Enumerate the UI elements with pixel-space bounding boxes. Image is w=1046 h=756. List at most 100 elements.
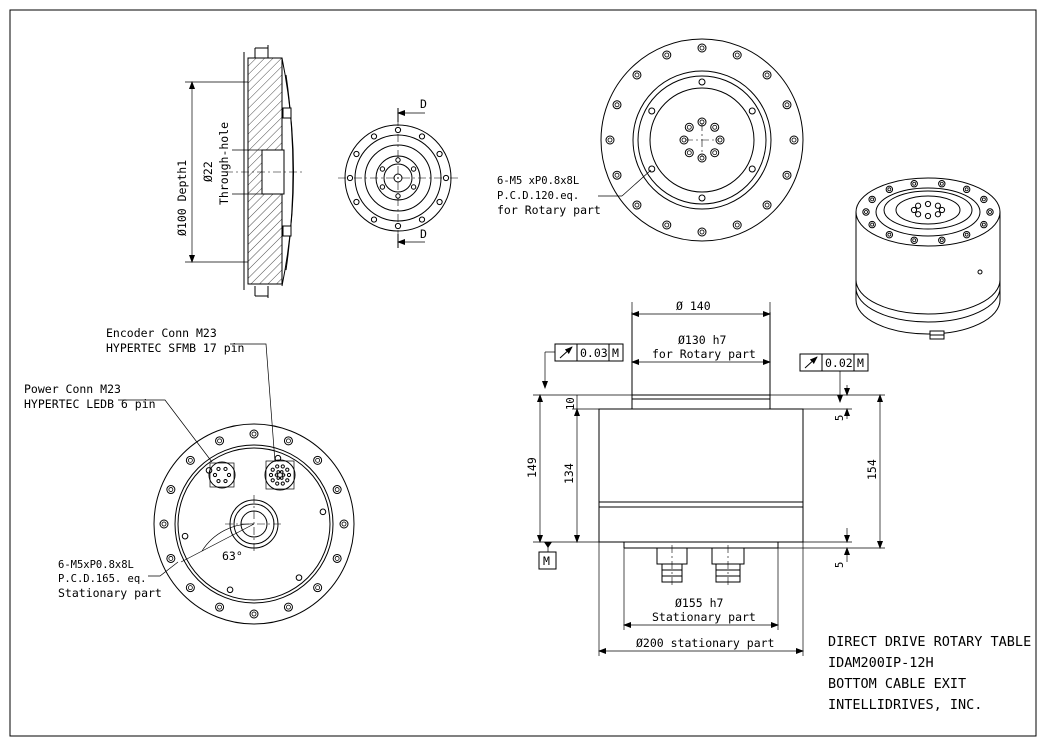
center-hole <box>924 200 932 208</box>
center-hole-inner <box>712 124 718 130</box>
mount-hole-inner <box>251 431 257 437</box>
mount-hole <box>612 100 622 110</box>
mount-hole <box>986 208 994 216</box>
encoder-pin <box>276 476 281 480</box>
mount-hole <box>868 195 876 204</box>
power-pin <box>223 478 228 484</box>
title-line3: BOTTOM CABLE EXIT <box>828 676 966 692</box>
center-hole <box>379 184 386 190</box>
center-hole <box>710 122 720 132</box>
mount-hole <box>436 150 443 158</box>
depth-label: Ø100 Depth1 <box>175 160 189 236</box>
mount-hole <box>215 602 225 612</box>
mount-hole-inner <box>334 487 340 492</box>
bore-through-label: Through-hole <box>217 122 231 205</box>
mount-hole <box>442 174 450 182</box>
mount-hole <box>938 236 946 244</box>
mount-hole-inner <box>964 187 969 192</box>
mount-hole <box>370 216 378 223</box>
dim-149: 149 <box>525 457 539 478</box>
mount-hole <box>436 198 443 206</box>
stationary-hole <box>319 508 327 516</box>
mount-hole-inner <box>870 197 875 202</box>
mount-hole <box>910 236 918 244</box>
mount-hole-inner <box>864 210 868 214</box>
datum-label: M <box>543 554 550 568</box>
encoder-conn-line2: HYPERTEC SFMB 17 pin <box>106 341 244 355</box>
encoder-pin <box>280 464 285 469</box>
dim-200: Ø200 stationary part <box>636 636 774 650</box>
mount-hole-inner <box>168 487 174 492</box>
mount-hole <box>662 50 672 60</box>
mount-hole <box>697 227 707 237</box>
power-pin <box>223 466 228 472</box>
mount-hole-inner <box>286 604 291 610</box>
center-hole <box>715 135 725 145</box>
mount-hole-inner <box>699 45 705 51</box>
tol-left-ref: M <box>612 346 619 360</box>
power-conn-line1: Power Conn M23 <box>24 382 121 396</box>
mount-hole-inner <box>912 181 917 186</box>
mount-hole-inner <box>664 52 670 58</box>
mount-hole <box>938 180 946 188</box>
mount-hole-inner <box>634 72 640 78</box>
tol-right-ref: M <box>857 356 864 370</box>
center-hole-inner <box>686 150 692 156</box>
mount-hole <box>215 436 225 446</box>
mount-hole-inner <box>939 238 944 243</box>
bore-diameter-label: Ø22 <box>201 161 215 182</box>
mount-hole-inner <box>634 202 640 208</box>
top-holes-line3: for Rotary part <box>497 203 601 217</box>
power-pin <box>226 472 232 478</box>
encoder-pin <box>279 470 284 474</box>
center-hole <box>379 166 386 172</box>
mount-hole-inner <box>217 438 222 444</box>
center-hole <box>395 157 401 163</box>
rotary-hole <box>748 107 756 115</box>
mount-hole-inner <box>939 181 944 186</box>
mount-hole-inner <box>784 172 790 178</box>
encoder-pin <box>270 467 275 472</box>
mount-hole-inner <box>614 102 620 108</box>
mount-hole-inner <box>784 102 790 108</box>
center-hole <box>934 202 941 209</box>
mount-hole <box>283 436 293 446</box>
encoder-pin <box>279 476 284 480</box>
center-hole <box>697 153 707 163</box>
center-hole <box>710 148 720 158</box>
sheet-border <box>9 9 1037 737</box>
title-block: DIRECT DRIVE ROTARY TABLE IDAM200IP-12H … <box>828 634 1031 713</box>
stationary-hole <box>181 532 189 540</box>
mount-hole-inner <box>912 238 917 243</box>
mount-hole-inner <box>887 232 892 237</box>
encoder-pin <box>281 473 286 477</box>
mount-hole <box>885 230 894 239</box>
mount-hole <box>862 208 870 216</box>
stationary-hole <box>226 586 234 594</box>
mount-hole-inner <box>981 197 986 202</box>
center-hole <box>915 202 922 209</box>
rotary-hole <box>698 78 706 86</box>
section-d-bottom: D <box>420 227 427 241</box>
mount-hole-inner <box>607 137 613 143</box>
encoder-pin <box>275 481 280 486</box>
mount-hole-inner <box>187 585 193 591</box>
mount-hole <box>313 455 323 465</box>
encoder-pin <box>275 464 280 469</box>
mount-hole <box>980 195 988 204</box>
mount-hole <box>166 485 176 495</box>
mount-hole-inner <box>334 556 340 561</box>
mount-hole <box>632 200 642 210</box>
center-hole <box>924 212 932 220</box>
title-line1: DIRECT DRIVE ROTARY TABLE <box>828 634 1031 650</box>
power-pin <box>216 466 221 472</box>
encoder-pin <box>286 472 292 478</box>
mount-hole <box>885 185 894 194</box>
mount-hole <box>249 429 259 439</box>
power-pin <box>212 472 218 478</box>
mount-hole-inner <box>964 232 969 237</box>
tol-left-value: 0.03 <box>580 346 608 360</box>
bottom-view: 63° Encoder Conn M23 HYPERTEC SFMB 17 pi… <box>24 326 355 625</box>
mount-hole-inner <box>286 438 291 444</box>
